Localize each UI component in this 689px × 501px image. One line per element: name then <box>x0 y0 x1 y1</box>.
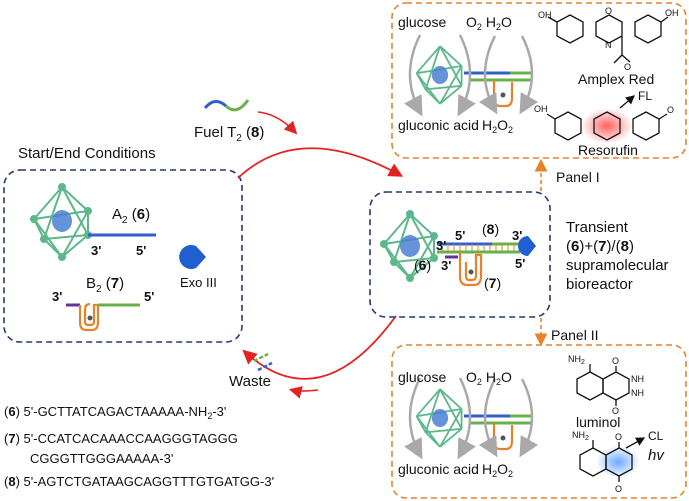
aminophthalate-structure-icon <box>579 440 633 482</box>
b2-five-prime: 5' <box>144 289 154 304</box>
a2-label: A2 (6) <box>112 206 150 226</box>
transient-title-line1: Transient <box>566 219 629 236</box>
start-end-title: Start/End Conditions <box>18 145 156 162</box>
panel-2-gluconic: gluconic acid <box>398 461 479 477</box>
start-end-box <box>3 169 243 343</box>
luminol-nh2: NH2 <box>568 354 585 366</box>
resorufin-oh: OH <box>534 104 548 114</box>
fuel-arrow <box>257 111 298 135</box>
transient-box <box>369 191 551 318</box>
b2-three-prime: 3' <box>52 289 62 304</box>
exo-iii-icon <box>179 244 206 269</box>
amplex-red-label: Amplex Red <box>578 71 654 87</box>
duplex-transient-icon <box>437 242 520 287</box>
fl-label: FL <box>638 89 652 103</box>
aminophthalate-nh2: NH2 <box>572 430 589 442</box>
panel-1-gluconic: gluconic acid <box>398 117 479 133</box>
transient-strand-6-label: (6) <box>414 257 431 273</box>
fuel-label: Fuel T2 (8) <box>194 124 264 144</box>
transient-title-line3: supramolecular <box>566 257 669 274</box>
b2-strand-icon <box>66 302 140 332</box>
fuel-strand-icon <box>203 99 250 112</box>
panel-1-reaction-icon <box>404 34 539 117</box>
transient-5prime-top: 5' <box>455 228 465 243</box>
amplex-oh-left: OH <box>538 10 552 20</box>
transient-strand-8-label: (8) <box>482 221 499 237</box>
panel-1-glucose: glucose <box>398 14 446 30</box>
transient-3prime-low: 3' <box>441 258 451 273</box>
amplex-red-structure-icon <box>547 14 669 64</box>
panel-2-label: Panel II <box>551 327 598 343</box>
amplex-o-acetyl: O <box>624 62 631 72</box>
panel-2-box <box>391 344 687 499</box>
octahedron-transient-icon <box>380 210 438 282</box>
cycle-arrow-top <box>237 147 404 179</box>
transient-title-line2: (6)+(7)/(8) <box>566 238 634 255</box>
transient-title-line4: bioreactor <box>566 276 633 293</box>
a2-three-prime: 3' <box>91 243 101 258</box>
resorufin-label: Resorufin <box>578 142 638 158</box>
panel-2-glucose: glucose <box>398 369 446 385</box>
luminol-structure-icon <box>576 364 630 406</box>
hv-label: hv <box>648 447 665 464</box>
panel-2-reaction-icon <box>404 377 539 460</box>
aminophthalate-o-top: O <box>615 432 622 442</box>
transient-3prime-mid: 3' <box>436 238 446 253</box>
aminophthalate-glow <box>596 446 640 478</box>
luminol-nh-bottom: NH <box>631 388 644 398</box>
sequence-7-line2: CGGGTTGGGAAAAA-3' <box>30 451 173 466</box>
cl-label: CL <box>648 429 664 443</box>
transient-strand-7-label: (7) <box>484 275 501 291</box>
fl-arrow <box>619 95 635 109</box>
luminol-o-top: O <box>612 356 619 366</box>
luminol-o-bottom: O <box>612 406 619 416</box>
transient-3prime-top: 3' <box>512 228 522 243</box>
amplex-oh-right: OH <box>665 8 679 18</box>
luminol-label: luminol <box>576 414 620 430</box>
aminophthalate-o-bottom: O <box>615 484 622 494</box>
sequence-6: (6) 5'-GCTTATCAGACTAAAAA-NH2-3' <box>4 404 226 421</box>
b2-label: B2 (7) <box>86 275 124 295</box>
panel-1-label: Panel I <box>556 169 600 185</box>
cycle-arrow-bottom <box>242 315 397 380</box>
sequence-8: (8) 5'-AGTCTGATAAGCAGGTTTGTGATGG-3' <box>4 474 274 489</box>
exo-iii-transient-icon <box>518 236 536 256</box>
panel-1-box <box>391 2 687 159</box>
amplex-n: N <box>605 40 612 50</box>
resorufin-o: O <box>667 105 674 115</box>
waste-arrow <box>288 386 319 399</box>
transient-5prime-mid: 5' <box>515 256 525 271</box>
cl-arrow <box>625 437 646 449</box>
waste-label: Waste <box>229 373 271 390</box>
panel-1-h2o2: H2O2 <box>482 117 513 135</box>
exo-iii-label: Exo III <box>180 275 217 290</box>
octahedron-a2-icon <box>30 183 92 261</box>
sequence-7-line1: (7) 5'-CCATCACAAACCAAGGGTAGGG <box>4 431 238 446</box>
amplex-o-ring: O <box>605 6 612 16</box>
resorufin-structure-icon <box>546 111 668 141</box>
a2-five-prime: 5' <box>136 243 146 258</box>
waste-fragments-icon <box>253 352 273 372</box>
luminol-nh-top: NH <box>631 374 644 384</box>
panel-2-h2o2: H2O2 <box>482 461 513 479</box>
resorufin-glow <box>581 108 633 144</box>
